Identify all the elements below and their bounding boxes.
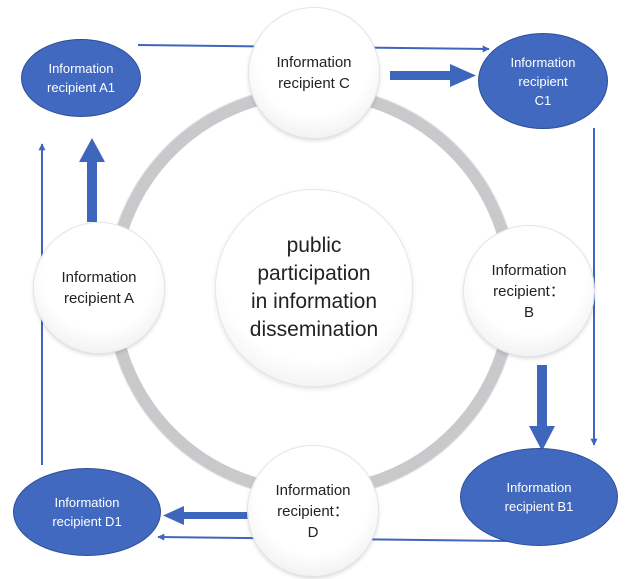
- node-recipient-a1: Information recipient A1: [21, 39, 141, 117]
- node-recipient-c-label: Information recipient C: [276, 54, 352, 92]
- node-recipient-a-label: Information recipient A: [61, 269, 137, 307]
- node-recipient-b-label: Information recipient： B: [491, 261, 567, 321]
- center-node: public participation in information diss…: [216, 190, 412, 386]
- node-recipient-b1: Information recipient B1: [460, 448, 618, 546]
- node-recipient-c1-label: Information recipient C1: [510, 54, 576, 108]
- node-recipient-c: Information recipient C: [249, 8, 379, 138]
- center-label: public participation in information diss…: [249, 234, 379, 341]
- arrow-a-to-a1: [79, 138, 105, 222]
- node-recipient-d-label: Information recipient： D: [275, 481, 351, 541]
- node-recipient-b1-label: Information recipient B1: [504, 480, 574, 514]
- arrow-c-to-c1: [390, 64, 476, 87]
- node-recipient-d1: Information recipient D1: [13, 468, 161, 556]
- node-recipient-d1-label: Information recipient D1: [52, 495, 122, 529]
- node-recipient-c1: Information recipient C1: [478, 33, 608, 129]
- node-recipient-b: Information recipient： B: [464, 226, 594, 356]
- node-recipient-a: Information recipient A: [34, 223, 164, 353]
- node-recipient-a1-label: Information recipient A1: [47, 61, 115, 95]
- node-recipient-d: Information recipient： D: [248, 446, 378, 576]
- arrow-b-to-b1: [529, 365, 555, 451]
- arrow-d-to-d1: [163, 506, 250, 525]
